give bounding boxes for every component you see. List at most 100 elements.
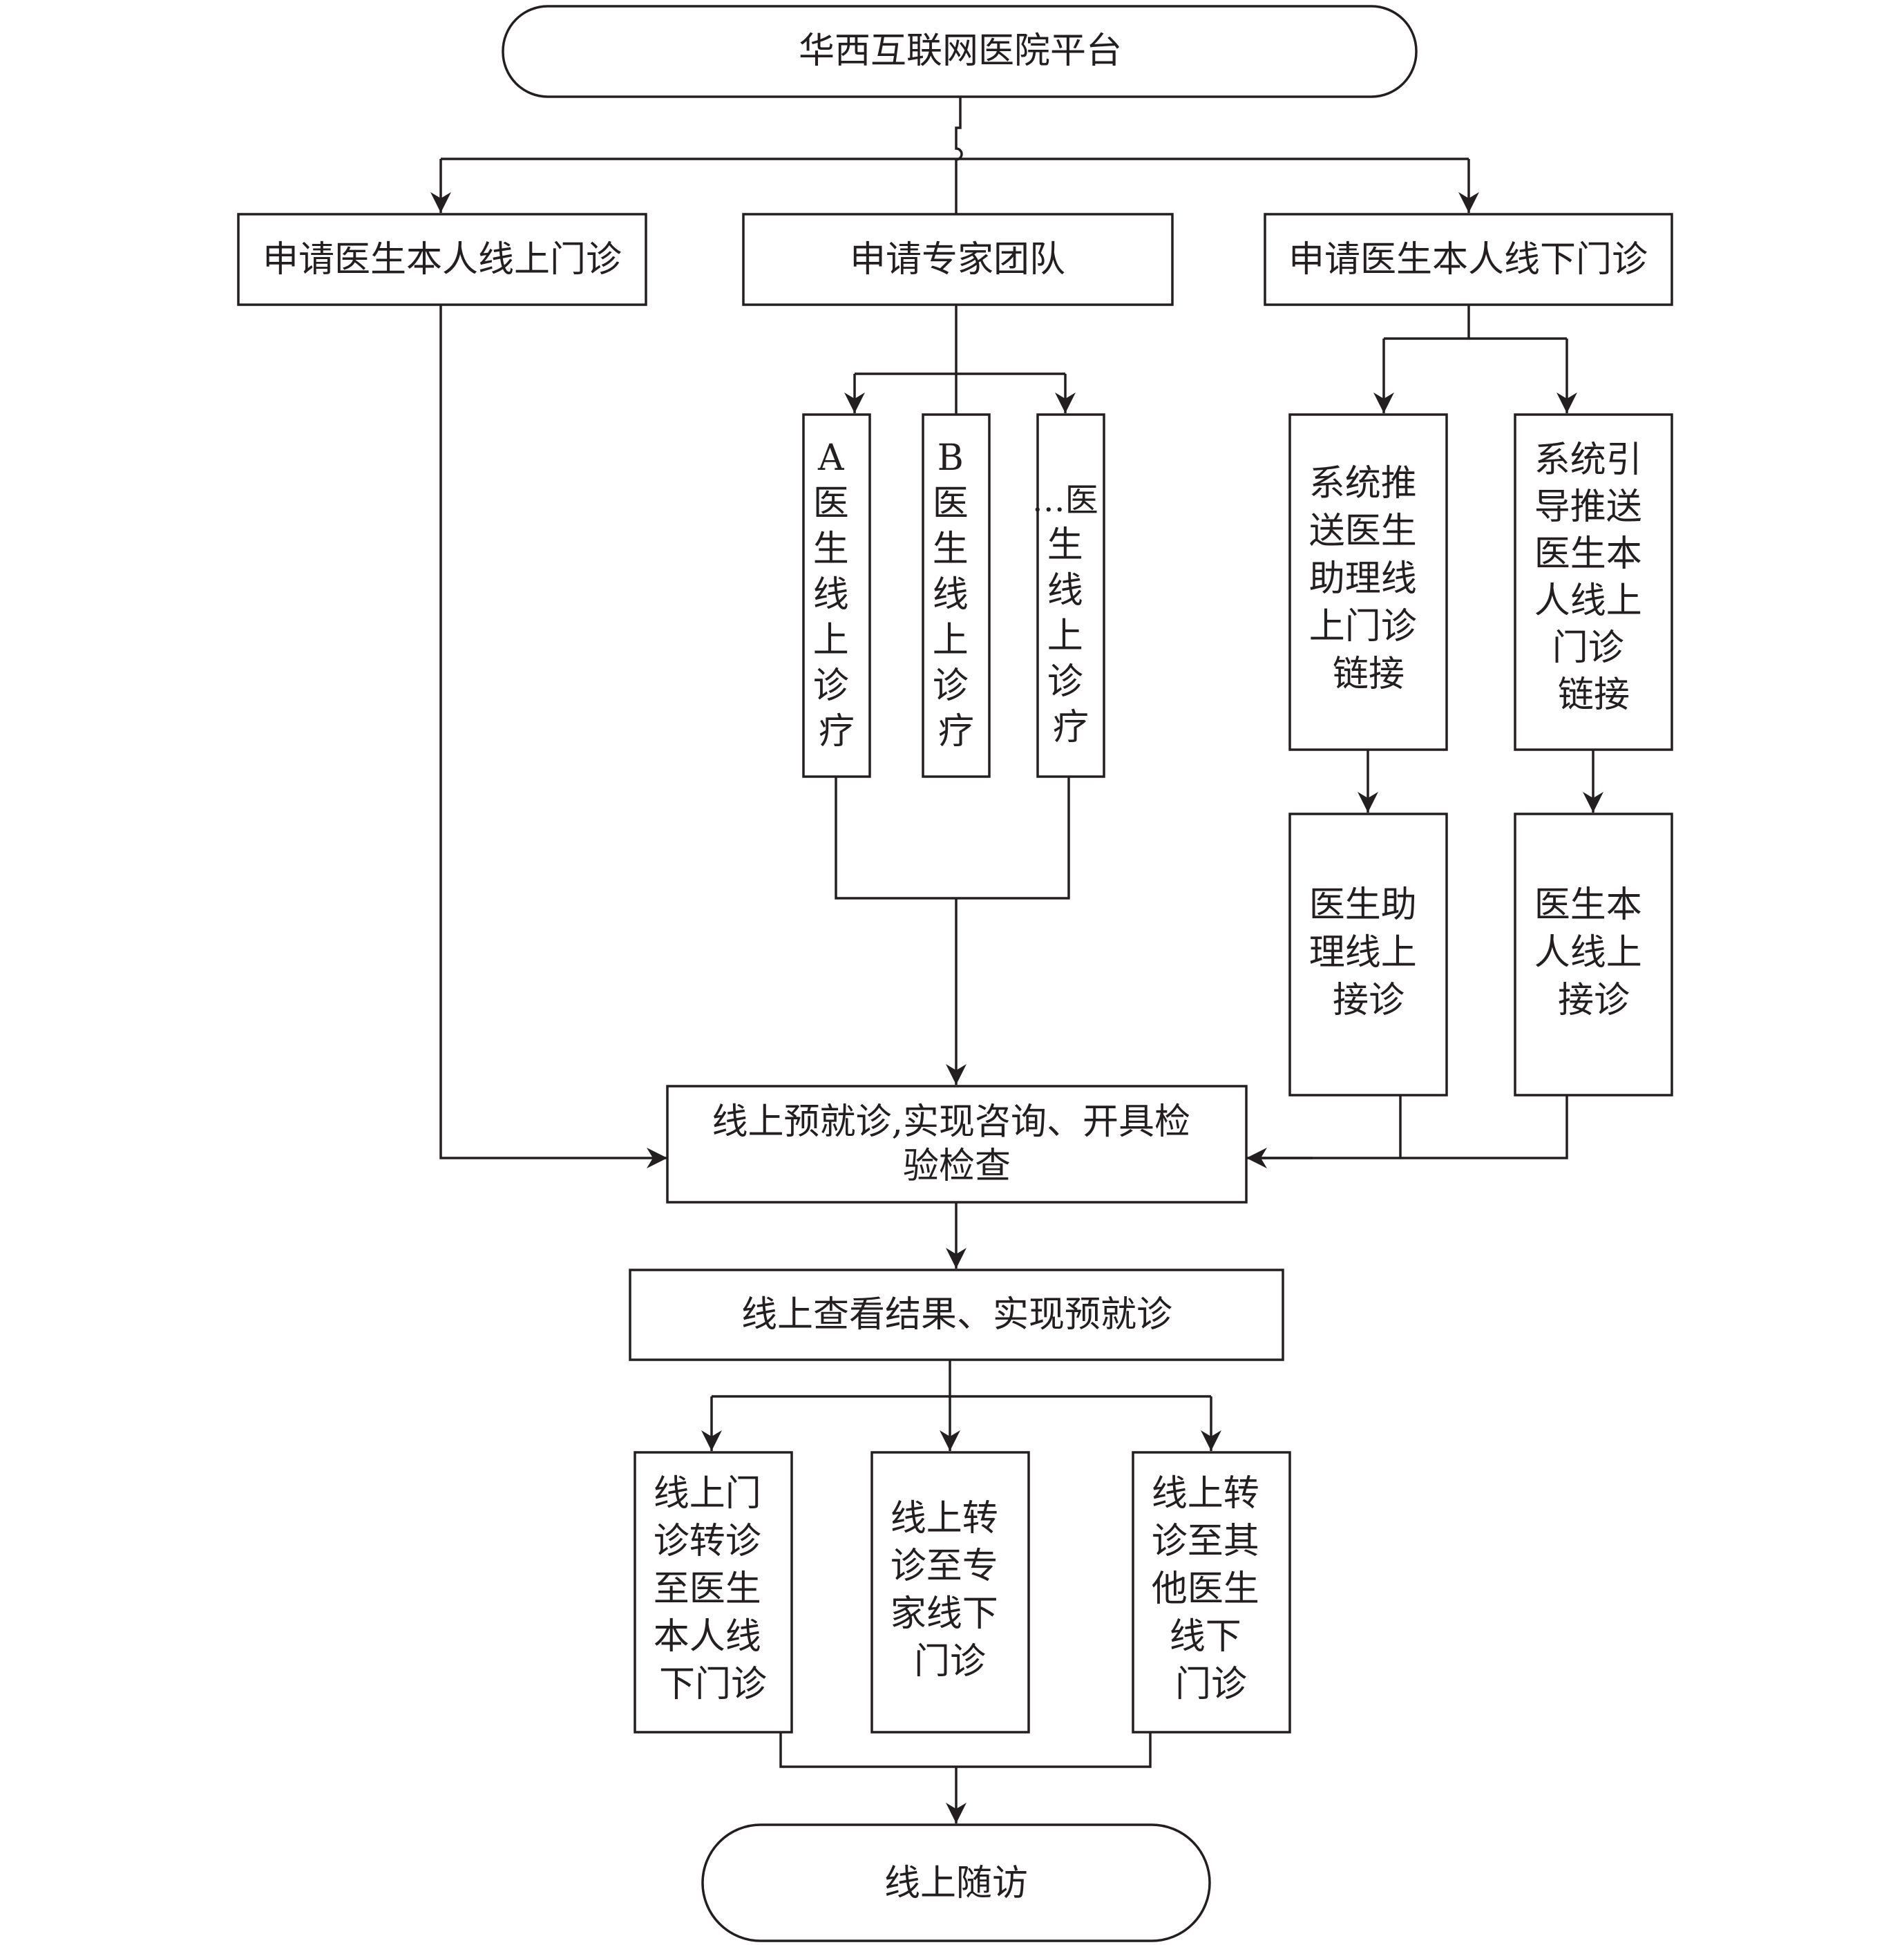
- node-doctor-a-line-3: 生: [813, 529, 849, 570]
- node-doctor-b: B 医 生 线 上 诊 疗: [922, 413, 991, 778]
- node-doctor-b-line-3: 生: [933, 529, 969, 570]
- node-referral-other-line-3: 他医生: [1152, 1568, 1259, 1610]
- node-apply-online-self-line-1: 申请医生本人线上门诊: [263, 239, 622, 281]
- node-doctor-etc-line-5: 诊: [1047, 661, 1083, 703]
- node-referral-other-line-5: 门诊: [1175, 1664, 1247, 1705]
- node-push-assistant-link-line-2: 送医生: [1309, 511, 1417, 552]
- node-doctor-b-line-5: 上: [933, 620, 969, 661]
- node-guide-self-link-line-4: 人线上: [1534, 580, 1642, 622]
- node-view-results-line-1: 线上查看结果、实现预就诊: [741, 1294, 1172, 1336]
- node-guide-self-link-line-3: 医生本: [1534, 533, 1642, 575]
- node-doctor-a-line-6: 诊: [813, 665, 849, 707]
- node-doctor-etc-line-6: 疗: [1053, 707, 1089, 748]
- node-referral-other-line-2: 诊至其: [1152, 1521, 1259, 1562]
- node-pre-consult-line-2: 验检查: [903, 1146, 1011, 1187]
- node-doctor-b-line-4: 线: [933, 574, 969, 616]
- svg-text:线上门 诊转诊 至医生: 线上门 诊转诊 至医生 本人线 下门诊: [654, 1473, 773, 1705]
- node-apply-offline-self: 申请医生本人线下门诊: [1264, 213, 1673, 306]
- node-push-assistant-link: 系统推 送医生 助理线 上门诊 链接: [1288, 413, 1448, 751]
- node-self-online: 医生本 人线上 接诊: [1514, 813, 1673, 1097]
- node-doctor-etc-line-3: 线: [1047, 570, 1083, 611]
- node-push-assistant-link-line-5: 链接: [1333, 654, 1405, 695]
- node-referral-self-line-1: 线上门: [654, 1473, 761, 1515]
- edge-platform-trunk: [955, 97, 963, 214]
- node-assistant-online: 医生助 理线上 接诊: [1288, 813, 1448, 1097]
- node-referral-self-line-5: 下门诊: [659, 1664, 767, 1705]
- node-assistant-online-line-1: 医生助: [1309, 884, 1417, 926]
- node-doctor-etc-line-1: …医: [1032, 481, 1098, 520]
- node-doctor-a: A 医 生 线 上 诊 疗: [802, 413, 871, 778]
- node-apply-online-self: 申请医生本人线上门诊: [237, 213, 647, 306]
- node-platform-line-1: 华西互联网医院平台: [799, 30, 1122, 72]
- svg-text:申请医生本人线下门诊: 申请医生本人线下门诊: [1288, 239, 1648, 281]
- svg-text:线上转 诊至其 他医生: 线上转 诊至其 他医生 线下 门诊: [1152, 1473, 1271, 1705]
- node-referral-self-line-4: 本人线: [654, 1616, 761, 1658]
- node-guide-self-link-line-2: 导推送: [1534, 486, 1642, 528]
- svg-text:系统推 送医生 助理线: 系统推 送医生 助理线 上门诊 链接: [1309, 463, 1429, 695]
- nodes: 华西互联网医院平台 申请医生本人线上门诊 申请专家团队 申请医生本人线下门诊 A: [237, 5, 1673, 1942]
- node-doctor-a-line-7: 疗: [819, 711, 855, 752]
- node-referral-expert-line-1: 线上转: [891, 1498, 998, 1539]
- svg-text:系统引 导推送 医生本: 系统引 导推送 医生本 人线上 门诊 链接: [1534, 439, 1654, 716]
- node-referral-expert-line-2: 诊至专: [891, 1546, 998, 1587]
- node-doctor-a-line-2: 医: [813, 483, 849, 524]
- node-referral-other: 线上转 诊至其 他医生 线下 门诊: [1132, 1451, 1291, 1734]
- node-follow-up-line-1: 线上随访: [884, 1863, 1028, 1904]
- node-referral-other-line-1: 线上转: [1152, 1473, 1259, 1515]
- svg-text:…医 生 线: …医 生 线 上 诊 疗: [1032, 479, 1110, 748]
- node-pre-consult: 线上预就诊,实现咨询、开具检 验检查: [666, 1085, 1248, 1204]
- svg-text:申请专家团队: 申请专家团队: [850, 239, 1065, 281]
- svg-text:申请医生本人线上门诊: 申请医生本人线上门诊: [263, 239, 622, 281]
- node-doctor-a-line-4: 线: [813, 574, 849, 616]
- node-referral-self-line-2: 诊转诊: [654, 1521, 761, 1562]
- node-assistant-online-line-3: 接诊: [1333, 980, 1405, 1021]
- node-guide-self-link-line-1: 系统引: [1534, 439, 1642, 481]
- svg-text:医生助 理线上 接诊: 医生助 理线上 接诊: [1309, 884, 1429, 1021]
- node-follow-up: 线上随访: [701, 1823, 1211, 1942]
- node-doctor-b-line-6: 诊: [933, 665, 969, 707]
- edges: [430, 97, 1603, 1823]
- node-push-assistant-link-line-1: 系统推: [1309, 463, 1417, 504]
- node-referral-self: 线上门 诊转诊 至医生 本人线 下门诊: [634, 1451, 793, 1734]
- node-self-online-line-2: 人线上: [1534, 932, 1642, 974]
- svg-text:医生本 人线上 接诊: 医生本 人线上 接诊: [1534, 884, 1654, 1021]
- node-doctor-b-line-1: B: [937, 437, 964, 479]
- node-self-online-line-3: 接诊: [1558, 980, 1630, 1021]
- node-push-assistant-link-line-4: 上门诊: [1309, 606, 1417, 647]
- node-referral-expert-line-3: 家线下: [891, 1593, 998, 1635]
- svg-text:线上随访: 线上随访: [884, 1863, 1028, 1904]
- node-doctor-b-line-2: 医: [933, 483, 969, 524]
- node-doctor-etc-line-2: 生: [1047, 524, 1083, 566]
- svg-text:线上查看结果、实现预就诊: 线上查看结果、实现预就诊: [741, 1294, 1172, 1336]
- node-view-results: 线上查看结果、实现预就诊: [629, 1269, 1284, 1361]
- node-referral-self-line-3: 至医生: [654, 1568, 761, 1610]
- edge-right-merge: [1251, 1095, 1568, 1159]
- node-doctor-a-line-1: A: [817, 437, 845, 479]
- edge-online-self-to-pre-consult: [439, 305, 667, 1168]
- edge-doctors-merge: [835, 777, 1070, 900]
- node-guide-self-link: 系统引 导推送 医生本 人线上 门诊 链接: [1514, 413, 1673, 751]
- node-doctor-etc: …医 生 线 上 诊 疗: [1032, 413, 1110, 778]
- node-push-assistant-link-line-3: 助理线: [1309, 558, 1417, 600]
- node-platform: 华西互联网医院平台: [502, 5, 1418, 98]
- node-referral-expert: 线上转 诊至专 家线下 门诊: [870, 1451, 1030, 1734]
- node-apply-offline-self-line-1: 申请医生本人线下门诊: [1288, 239, 1648, 281]
- svg-text:线上转 诊至专 家线下: 线上转 诊至专 家线下 门诊: [891, 1498, 1010, 1682]
- node-guide-self-link-line-6: 链接: [1558, 674, 1630, 716]
- node-doctor-a-line-5: 上: [813, 620, 849, 661]
- node-guide-self-link-line-5: 门诊: [1552, 627, 1624, 669]
- node-apply-expert-team-line-1: 申请专家团队: [850, 239, 1065, 281]
- node-self-online-line-1: 医生本: [1534, 884, 1642, 926]
- node-pre-consult-line-1: 线上预就诊,实现咨询、开具检: [712, 1101, 1190, 1143]
- node-apply-expert-team: 申请专家团队: [742, 213, 1174, 306]
- edge-referrals-merge: [779, 1732, 1152, 1768]
- svg-text:A 医 生: A 医 生 线 上 诊 疗: [813, 437, 861, 752]
- node-referral-other-line-4: 线下: [1170, 1616, 1241, 1658]
- node-assistant-online-line-2: 理线上: [1309, 932, 1417, 974]
- svg-text:华西互联网医院平台: 华西互联网医院平台: [799, 30, 1122, 72]
- node-referral-expert-line-4: 门诊: [914, 1641, 986, 1682]
- svg-text:线上预就诊,实现咨询、开具检 验检查: 线上预就诊,实现咨询、开具检 验检查: [712, 1101, 1201, 1187]
- node-doctor-etc-line-4: 上: [1047, 616, 1083, 657]
- svg-text:B 医 生: B 医 生 线 上 诊 疗: [933, 437, 980, 752]
